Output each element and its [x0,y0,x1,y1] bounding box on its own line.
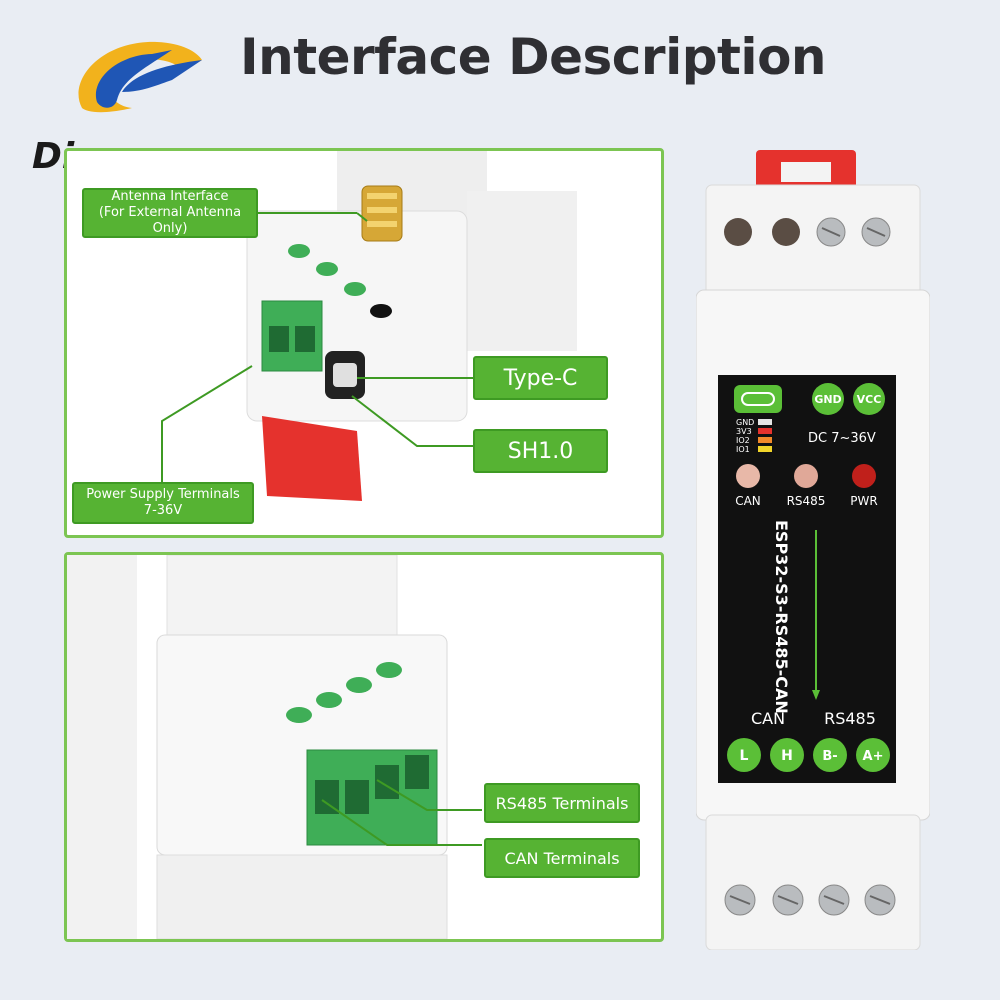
callout-power-line1: Power Supply Terminals [86,487,240,502]
callout-power: Power Supply Terminals 7-36V [72,482,254,524]
page-title: Interface Description [240,28,827,86]
led-label-rs485: RS485 [787,494,826,508]
group-rs485: RS485 [824,709,876,728]
label-gnd: GND [814,393,841,406]
label-vcc: VCC [857,393,882,406]
led-label-pwr: PWR [850,494,877,508]
callout-can-label: CAN Terminals [504,848,620,868]
model-name: ESP32-S3-RS485-CAN [772,520,791,714]
pin-3v3: 3V3 [736,427,752,436]
pin-io1: IO1 [736,445,750,454]
bottom-panel [64,552,664,942]
module-bottom-illustration [67,555,482,939]
callout-antenna: Antenna Interface (For External Antenna … [82,188,258,238]
callout-typec-label: Type-C [503,365,578,391]
terminal-b-minus: B- [822,749,837,764]
brand-logo [62,30,212,140]
led-label-can: CAN [735,494,761,508]
terminal-a-plus: A+ [863,749,884,764]
callout-antenna-line1: Antenna Interface [111,189,229,204]
label-dc-range: DC 7~36V [808,431,876,446]
callout-antenna-line2: (For External Antenna Only) [98,205,242,236]
group-can: CAN [751,709,785,728]
module-top-illustration [161,151,577,501]
pin-io2: IO2 [736,436,750,445]
device-front: GND VCC GND 3V3 IO2 IO1 DC 7~36V CAN RS4… [696,150,930,950]
terminal-h: H [781,748,793,764]
callout-rs485: RS485 Terminals [484,783,640,823]
callout-power-line2: 7-36V [143,503,183,518]
callout-typec: Type-C [473,356,608,400]
pin-gnd: GND [736,418,754,427]
callout-can: CAN Terminals [484,838,640,878]
callout-rs485-label: RS485 Terminals [495,793,629,813]
callout-sh10-label: SH1.0 [507,438,574,464]
callout-sh10: SH1.0 [473,429,608,473]
terminal-l: L [740,748,749,764]
